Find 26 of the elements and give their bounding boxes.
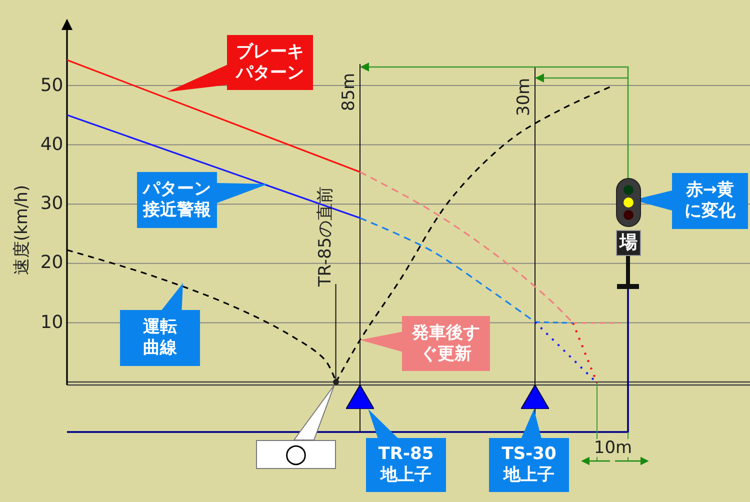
callout-pointer [167, 64, 227, 92]
callout-box: ブレーキパターン [227, 35, 313, 90]
callout-box: 赤→黄に変化 [672, 173, 748, 229]
callout-pointer [368, 409, 398, 438]
callout-pointer [293, 384, 335, 440]
callout-box: TS-30地上子 [489, 438, 569, 492]
callout-pointer [521, 409, 542, 438]
callout-box: ○ [256, 440, 336, 469]
tick-label: 20 [40, 254, 64, 272]
tick-label: 50 [40, 76, 64, 94]
callout-pointer [217, 182, 268, 203]
callout-pointer [360, 332, 402, 352]
callout-pointer [162, 283, 183, 310]
annotation-label: TR-85の直前 [316, 186, 336, 286]
signal-plate: 場 [616, 230, 641, 256]
tick-label: 30 [40, 195, 64, 214]
distance-label: 10m [594, 439, 632, 457]
leader-line [335, 284, 336, 380]
callout-box: パターン接近警報 [137, 172, 217, 228]
tick-label: 40 [40, 136, 64, 154]
distance-label: 30m [515, 78, 533, 116]
callout-box: 運転曲線 [120, 310, 200, 366]
tick-label: 10 [40, 314, 64, 332]
callout-box: 発車後すぐ更新 [402, 316, 490, 371]
distance-label: 85m [340, 72, 358, 112]
axis-label: 速度(km/h) [13, 184, 31, 276]
